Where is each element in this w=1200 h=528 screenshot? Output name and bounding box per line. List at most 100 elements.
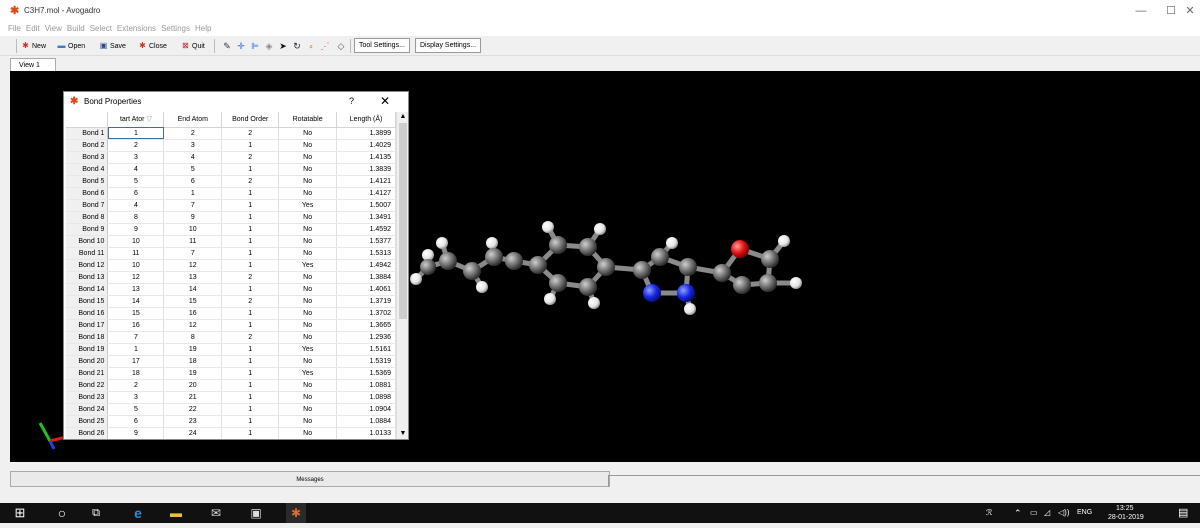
menu-view[interactable]: View <box>44 24 62 33</box>
row-header[interactable]: Bond 24 <box>66 403 109 416</box>
tool-settings-button[interactable]: Tool Settings... <box>354 38 410 53</box>
navigate-tool-icon[interactable]: ✛ <box>237 41 245 51</box>
bond-order-cell[interactable]: 1 <box>221 427 280 439</box>
bond-order-cell[interactable]: 2 <box>221 295 280 308</box>
rotatable-cell[interactable]: No <box>278 151 338 164</box>
end-atom-cell[interactable]: 8 <box>163 331 223 344</box>
column-header-bond-order[interactable]: Bond Order <box>221 112 280 128</box>
end-atom-cell[interactable]: 3 <box>163 139 223 152</box>
start-atom-cell[interactable]: 7 <box>107 331 165 344</box>
start-atom-cell[interactable]: 14 <box>107 295 165 308</box>
start-atom-cell[interactable]: 5 <box>107 175 165 188</box>
menu-edit[interactable]: Edit <box>25 24 40 33</box>
start-atom-cell[interactable]: 1 <box>107 127 165 140</box>
length-cell[interactable]: 1.4127 <box>336 187 396 200</box>
draw-tool-icon[interactable]: ✎ <box>223 41 231 51</box>
close-button[interactable]: ✱Close <box>135 39 170 53</box>
end-atom-cell[interactable]: 19 <box>163 343 223 356</box>
length-cell[interactable]: 1.0881 <box>336 379 396 392</box>
start-atom-cell[interactable]: 10 <box>107 235 165 248</box>
row-header[interactable]: Bond 18 <box>66 331 109 344</box>
start-atom-cell[interactable]: 3 <box>107 151 165 164</box>
row-header[interactable]: Bond 9 <box>66 223 109 236</box>
length-cell[interactable]: 1.3719 <box>336 295 396 308</box>
length-cell[interactable]: 1.5319 <box>336 355 396 368</box>
start-atom-cell[interactable]: 18 <box>107 367 165 380</box>
length-cell[interactable]: 1.4135 <box>336 151 396 164</box>
end-atom-cell[interactable]: 12 <box>163 259 223 272</box>
row-header[interactable]: Bond 26 <box>66 427 109 439</box>
length-cell[interactable]: 1.5161 <box>336 343 396 356</box>
bond-order-cell[interactable]: 1 <box>221 187 280 200</box>
start-atom-cell[interactable]: 16 <box>107 319 165 332</box>
edge-browser-icon[interactable]: e <box>134 505 142 521</box>
length-cell[interactable]: 1.3665 <box>336 319 396 332</box>
row-header[interactable]: Bond 11 <box>66 247 109 260</box>
end-atom-cell[interactable]: 16 <box>163 307 223 320</box>
display-settings-button[interactable]: Display Settings... <box>415 38 482 53</box>
rotatable-cell[interactable]: No <box>278 283 338 296</box>
store-icon[interactable]: ▣ <box>250 506 262 520</box>
end-atom-cell[interactable]: 12 <box>163 319 223 332</box>
end-atom-cell[interactable]: 7 <box>163 199 223 212</box>
column-header-rotatable[interactable]: Rotatable <box>278 112 338 128</box>
rotatable-cell[interactable]: No <box>278 163 338 176</box>
rotatable-cell[interactable]: No <box>278 175 338 188</box>
scroll-thumb[interactable] <box>399 123 407 319</box>
close-window-button[interactable]: ✕ <box>1185 5 1195 17</box>
tab-view-1[interactable]: View 1 <box>10 58 56 71</box>
save-button[interactable]: ▣Save <box>96 39 129 53</box>
end-atom-cell[interactable]: 5 <box>163 163 223 176</box>
start-atom-cell[interactable]: 4 <box>107 163 165 176</box>
bond-order-cell[interactable]: 1 <box>221 391 280 404</box>
bond-order-cell[interactable]: 1 <box>221 223 280 236</box>
manipulate-tool-icon[interactable]: ◈ <box>265 41 273 51</box>
end-atom-cell[interactable]: 10 <box>163 223 223 236</box>
start-atom-cell[interactable]: 2 <box>107 139 165 152</box>
length-cell[interactable]: 1.0884 <box>336 415 396 428</box>
minimize-button[interactable]: — <box>1135 5 1147 17</box>
bond-order-cell[interactable]: 1 <box>221 199 280 212</box>
menu-build[interactable]: Build <box>66 24 85 33</box>
clock-date[interactable]: 28-01-2019 <box>1108 514 1144 521</box>
column-header-end-atom[interactable]: End Atom <box>163 112 223 128</box>
end-atom-cell[interactable]: 2 <box>163 127 223 140</box>
row-header[interactable]: Bond 7 <box>66 199 109 212</box>
bond-order-cell[interactable]: 2 <box>221 151 280 164</box>
task-view-icon[interactable]: ⧉ <box>92 507 100 519</box>
row-header[interactable]: Bond 8 <box>66 211 109 224</box>
scroll-up-icon[interactable]: ▲ <box>399 113 407 120</box>
menu-extensions[interactable]: Extensions <box>116 24 157 33</box>
language-indicator[interactable]: ENG <box>1077 509 1093 516</box>
row-header[interactable]: Bond 6 <box>66 187 109 200</box>
length-cell[interactable]: 1.4029 <box>336 139 396 152</box>
windows-start-icon[interactable]: ⊞ <box>14 505 26 520</box>
end-atom-cell[interactable]: 23 <box>163 415 223 428</box>
mail-icon[interactable]: ✉ <box>210 506 222 520</box>
bond-order-cell[interactable]: 1 <box>221 355 280 368</box>
length-cell[interactable]: 1.5313 <box>336 247 396 260</box>
bond-order-cell[interactable]: 1 <box>221 403 280 416</box>
start-atom-cell[interactable]: 11 <box>107 247 165 260</box>
row-header[interactable]: Bond 15 <box>66 295 109 308</box>
bond-order-cell[interactable]: 1 <box>221 415 280 428</box>
length-cell[interactable]: 1.0904 <box>336 403 396 416</box>
start-atom-cell[interactable]: 8 <box>107 211 165 224</box>
rotatable-cell[interactable]: No <box>278 127 338 140</box>
bond-order-cell[interactable]: 2 <box>221 175 280 188</box>
bond-order-cell[interactable]: 1 <box>221 283 280 296</box>
rotatable-cell[interactable]: No <box>278 187 338 200</box>
start-atom-cell[interactable]: 3 <box>107 391 165 404</box>
start-atom-cell[interactable]: 2 <box>107 379 165 392</box>
